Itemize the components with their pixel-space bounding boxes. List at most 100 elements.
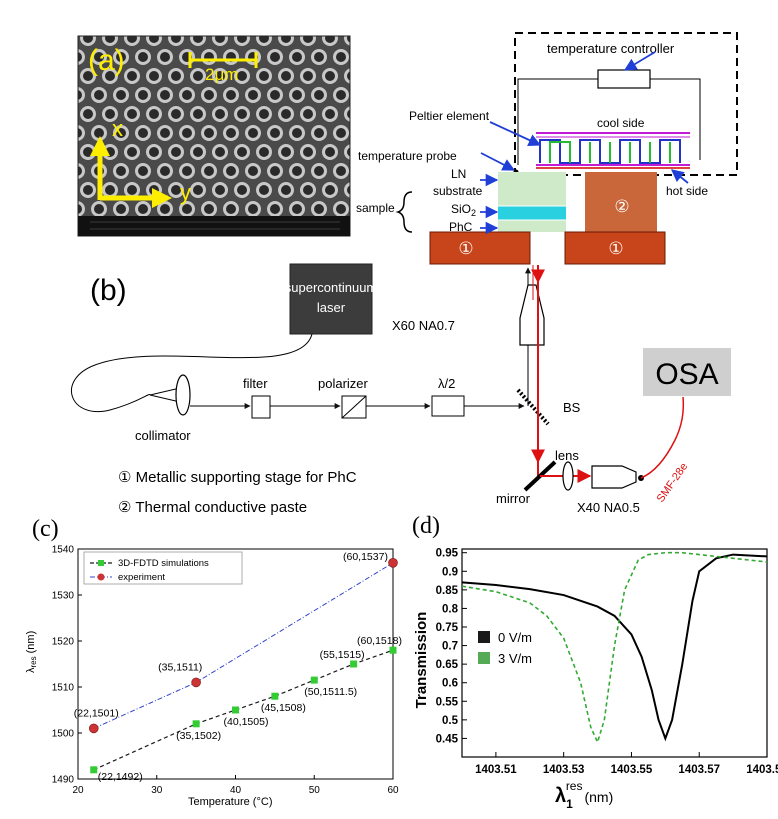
thermal-paste-block: [585, 172, 657, 232]
substrate-label: substrate: [433, 184, 483, 198]
sim-point: [232, 706, 239, 714]
sim-point: [192, 720, 200, 728]
x-tick-label: 40: [230, 785, 242, 796]
beam-splitter: [516, 388, 550, 426]
laser-label-2: laser: [317, 300, 346, 315]
phc-layer: [498, 220, 566, 232]
curve-0vm: [461, 553, 768, 742]
ln-label: LN: [451, 167, 466, 181]
y-tick-label: 1510: [52, 683, 75, 694]
controller-wire-right: [650, 78, 701, 160]
x-tick-label: 1403.53: [543, 764, 585, 776]
filter-element: [251, 395, 271, 419]
y-tick-label: 1530: [52, 591, 75, 602]
sim-point: [271, 692, 279, 700]
sample-brace: [395, 191, 413, 233]
ln-substrate: [498, 172, 566, 206]
metal-stage-left: [429, 231, 531, 265]
legend-metal-stage: ① Metallic supporting stage for PhC: [118, 469, 357, 486]
panel-c-xlabel: Temperature (°C): [188, 796, 272, 808]
sim-point-label: (55,1515): [320, 649, 365, 661]
panel-d-curves: [461, 551, 768, 745]
lens-element: [562, 461, 574, 491]
panel-c-plot-area: [77, 548, 394, 780]
exp-point-label: (60,1537): [343, 551, 388, 563]
temperature-probe-label: temperature probe: [358, 149, 457, 163]
sim-point-label: (50,1511.5): [304, 686, 357, 698]
legend-sim-label: 3D-FDTD simulations: [118, 558, 209, 569]
sim-point-label: (35,1502): [176, 730, 221, 742]
y-tick-label: 0.85: [436, 585, 459, 597]
x-tick-label: 30: [151, 785, 163, 796]
panel-c-legend: [83, 551, 243, 585]
panel-c-ylabel: λres(nm): [25, 631, 38, 673]
marker-1-left: ①: [458, 239, 473, 258]
x-tick-label: 1403.59: [746, 764, 778, 776]
x-tick-label: 1403.51: [475, 764, 517, 776]
y-tick-label: 0.65: [436, 659, 459, 671]
panel-d-xlabel: λ1res(nm): [555, 779, 613, 811]
legend-thermal-paste: ② Thermal conductive paste: [118, 499, 307, 516]
x-tick-label: 20: [72, 785, 84, 796]
lens-label: lens: [555, 448, 579, 463]
sim-point: [310, 676, 318, 684]
supercontinuum-laser: [289, 263, 373, 335]
objective-x60-label: X60 NA0.7: [392, 318, 455, 333]
temperature-controller-label: temperature controller: [547, 41, 675, 56]
exp-point-label: (22,1501): [74, 707, 119, 719]
axis-x-label: x: [112, 116, 123, 141]
sim-point: [90, 766, 98, 774]
objective-x60: [519, 284, 545, 346]
half-wave-plate: [431, 395, 465, 417]
panel-d-label: (d): [412, 513, 440, 539]
smf-fiber: [640, 396, 685, 479]
osa-box: [643, 348, 731, 396]
exp-point: [88, 723, 99, 734]
exp-point-label: (35,1511): [158, 661, 202, 673]
fiber-cable: [70, 333, 313, 413]
collimator-lens: [175, 374, 191, 416]
objective-x40-label: X40 NA0.5: [577, 500, 640, 515]
panel-b-label: (b): [90, 274, 127, 307]
sim-point: [350, 660, 358, 668]
controller-wire-left: [517, 78, 598, 165]
y-tick-label: 1490: [52, 775, 75, 786]
sample-label: sample: [356, 201, 395, 215]
exp-point: [388, 557, 398, 568]
panel-d-ylabel: Transmission: [413, 612, 430, 709]
panel-d-plot-area: [461, 548, 768, 758]
fiber-label: SMF-28e: [655, 461, 691, 505]
x-tick-label: 50: [309, 785, 321, 796]
panel-b: temperature controller cool side Peltier…: [70, 32, 738, 516]
sio2-layer: [498, 206, 566, 220]
x-tick-label: 1403.55: [611, 764, 653, 776]
legend-sim-marker: [98, 560, 104, 566]
bs-label: BS: [563, 400, 581, 415]
x-tick-label: 1403.57: [678, 764, 720, 776]
polarizer-label: polarizer: [318, 376, 369, 391]
y-tick-label: 0.55: [436, 696, 459, 708]
panel-c-point-labels: (22,1492)(35,1502)(40,1505)(45,1508)(50,…: [74, 551, 402, 783]
legend-0vm-swatch: [478, 631, 490, 643]
panel-c-label: (c): [32, 516, 59, 542]
marker-1-right: ①: [608, 239, 623, 258]
filter-label: filter: [243, 376, 268, 391]
panel-c-markers: [88, 557, 398, 774]
y-tick-label: 0.75: [436, 622, 459, 634]
y-tick-label: 0.6: [442, 678, 458, 690]
sim-point-label: (22,1492): [98, 771, 143, 783]
sim-point-label: (45,1508): [261, 702, 306, 714]
legend-3vm-label: 3 V/m: [498, 651, 532, 666]
marker-2-on-paste: ②: [614, 197, 629, 216]
x-tick-label: 60: [387, 785, 399, 796]
axis-y-label: y: [180, 180, 191, 205]
collimator-label: collimator: [135, 428, 191, 443]
objective-x40: [591, 465, 637, 489]
y-tick-label: 0.95: [436, 548, 459, 560]
hot-side-label: hot side: [666, 184, 708, 198]
panel-a-label: (a): [88, 44, 125, 77]
sim-point: [389, 646, 397, 654]
mirror-label: mirror: [496, 491, 531, 506]
